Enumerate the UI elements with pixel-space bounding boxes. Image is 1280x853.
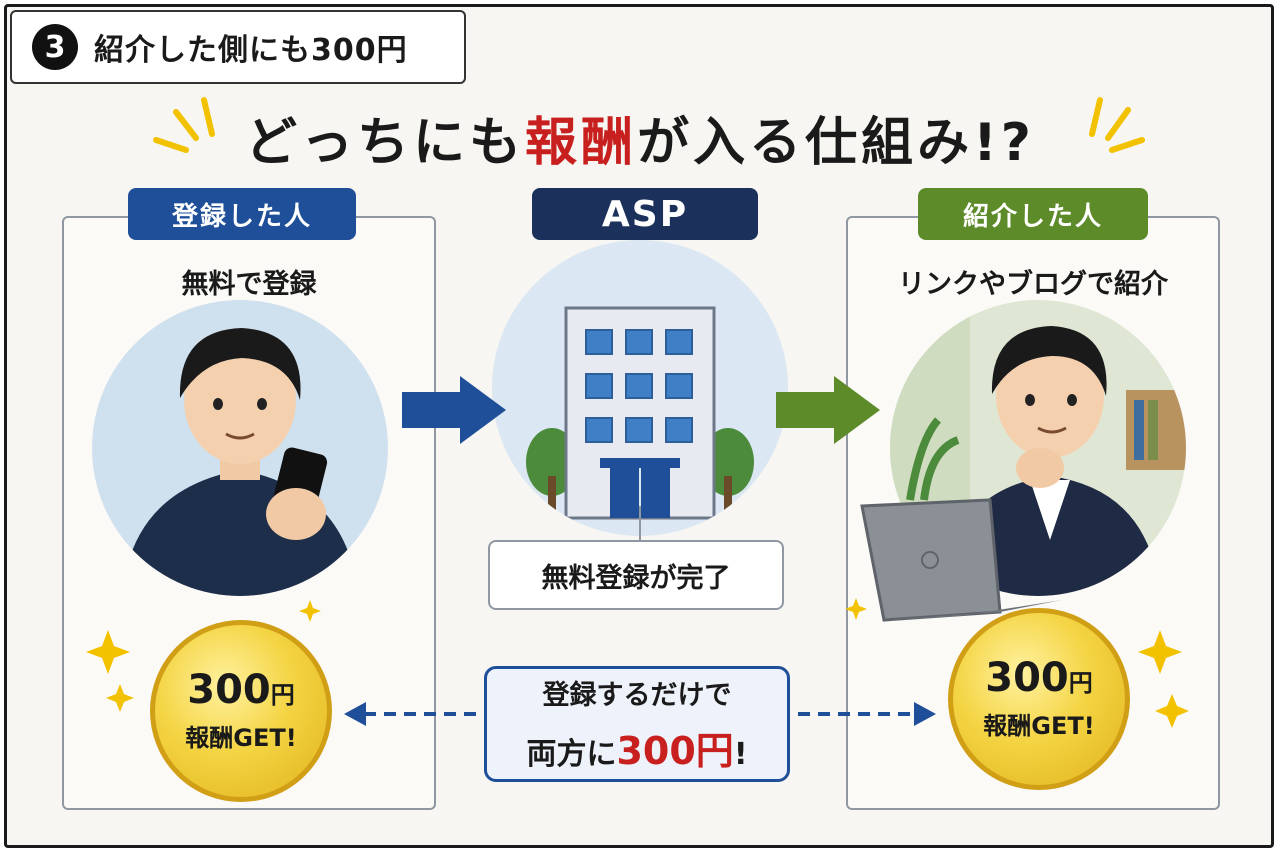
referrer-hand xyxy=(1016,448,1064,488)
arrow-asp-to-referrer xyxy=(776,376,880,444)
registrant-illustration xyxy=(92,300,388,596)
referrer-hair xyxy=(991,326,1107,396)
referrer-coin-unit: 円 xyxy=(1068,668,1093,697)
plant xyxy=(906,417,960,501)
step-tag: 3 紹介した側にも300円 xyxy=(10,10,466,84)
dashed-arrow-right-head xyxy=(914,702,936,726)
referrer-coin-label: 報酬GET! xyxy=(983,711,1095,740)
both-reward-prefix: 両方に xyxy=(526,737,617,772)
burst-line-right-3 xyxy=(1109,137,1145,153)
burst-line-left-3 xyxy=(153,137,189,153)
both-reward-suffix: ! xyxy=(733,737,748,772)
step-number-badge: 3 xyxy=(32,24,78,70)
sparkle-icon xyxy=(1138,630,1182,674)
both-reward-amount: 300円 xyxy=(616,729,734,773)
asp-building-illustration xyxy=(492,240,788,536)
registrant-coin-amount: 300 xyxy=(187,666,271,713)
registration-complete-callout: 無料登録が完了 xyxy=(488,540,784,610)
registrant-subtitle: 無料で登録 xyxy=(181,269,317,300)
burst-line-left-2 xyxy=(201,97,215,137)
asp-badge: ASP xyxy=(532,188,758,240)
sparkle-icon xyxy=(106,684,134,712)
registrant-face xyxy=(184,336,296,464)
sparkle-icon xyxy=(845,598,867,620)
registrant-coin-label: 報酬GET! xyxy=(185,723,297,752)
referrer-reward-coin: 300円 報酬GET! xyxy=(948,608,1130,790)
registrant-hair xyxy=(179,328,301,400)
burst-line-right-1 xyxy=(1089,97,1103,137)
headline: どっちにも報酬が入る仕組み!? xyxy=(0,100,1280,175)
referrer-coin-amount: 300 xyxy=(985,654,1069,701)
burst-line-left-1 xyxy=(173,109,199,141)
headline-part1: どっちにも xyxy=(245,113,526,173)
referrer-subtitle: リンクやブログで紹介 xyxy=(898,269,1168,300)
registrant-reward-coin: 300円 報酬GET! xyxy=(150,620,332,802)
sparkle-icon xyxy=(86,630,130,674)
both-reward-line1: 登録するだけで xyxy=(542,680,732,711)
headline-accent: 報酬 xyxy=(525,113,638,173)
arrow-registrant-to-asp xyxy=(402,376,506,444)
referrer-face xyxy=(996,334,1104,458)
registrant-hand xyxy=(266,488,326,540)
registrant-coin-unit: 円 xyxy=(270,680,295,709)
step-label: 紹介した側にも300円 xyxy=(94,33,408,68)
headline-part2: が入る仕組み!? xyxy=(637,113,1035,173)
sparkle-icon xyxy=(1155,694,1189,728)
referrer-badge: 紹介した人 xyxy=(918,188,1148,240)
both-reward-box: 登録するだけで 両方に300円! xyxy=(484,666,790,782)
registrant-badge: 登録した人 xyxy=(128,188,356,240)
sparkle-icon xyxy=(299,600,321,622)
dashed-arrow-left-head xyxy=(344,702,366,726)
burst-line-right-2 xyxy=(1105,107,1131,141)
